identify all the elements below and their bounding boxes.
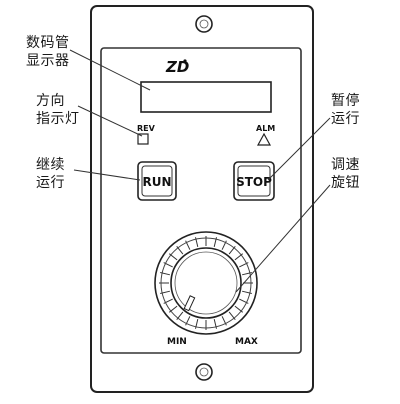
run-leader-line [73, 169, 141, 181]
knob-callout-line1: 调速 [331, 157, 360, 173]
digital-display [140, 81, 272, 113]
stop-callout-line2: 运行 [331, 111, 360, 127]
knob-callout: 调速 旋钮 [331, 156, 360, 192]
stop-callout: 暂停 运行 [331, 92, 360, 128]
top-screw-hole-icon [195, 15, 213, 33]
direction-callout: 方向 指示灯 [36, 92, 80, 128]
max-label: MAX [235, 337, 258, 347]
display-callout-line2: 显示器 [26, 53, 70, 69]
alarm-triangle-icon [256, 132, 272, 146]
bottom-screw-hole-icon [195, 363, 213, 381]
min-label: MIN [167, 337, 187, 347]
run-button[interactable]: RUN [137, 161, 177, 201]
knob-grip-ring [160, 237, 252, 329]
stop-callout-line1: 暂停 [331, 93, 360, 109]
display-callout: 数码管 显示器 [26, 34, 70, 70]
direction-callout-line2: 指示灯 [36, 111, 80, 127]
display-leader-line [69, 49, 151, 91]
direction-leader-line [77, 105, 143, 137]
logo-mark-icon [183, 59, 187, 63]
knob-pointer-icon [183, 295, 196, 312]
direction-callout-line1: 方向 [36, 93, 65, 109]
knob-leader-line [235, 184, 331, 293]
run-callout-line1: 继续 [36, 157, 65, 173]
speed-knob[interactable] [154, 231, 258, 335]
run-button-label: RUN [142, 175, 171, 189]
knob-callout-line2: 旋钮 [331, 175, 360, 191]
run-callout: 继续 运行 [36, 156, 65, 192]
leader-lines [69, 49, 331, 293]
rev-label: REV [137, 124, 156, 133]
stop-button-label: STOP [236, 175, 272, 189]
alm-label: ALM [256, 124, 275, 133]
brand-logo: ZD [165, 58, 189, 76]
run-callout-line2: 运行 [36, 175, 65, 191]
display-callout-line1: 数码管 [26, 35, 70, 51]
knob-ridges [159, 236, 253, 330]
rev-indicator-icon [137, 133, 149, 145]
stop-button[interactable]: STOP [233, 161, 275, 201]
stop-leader-line [267, 117, 331, 181]
